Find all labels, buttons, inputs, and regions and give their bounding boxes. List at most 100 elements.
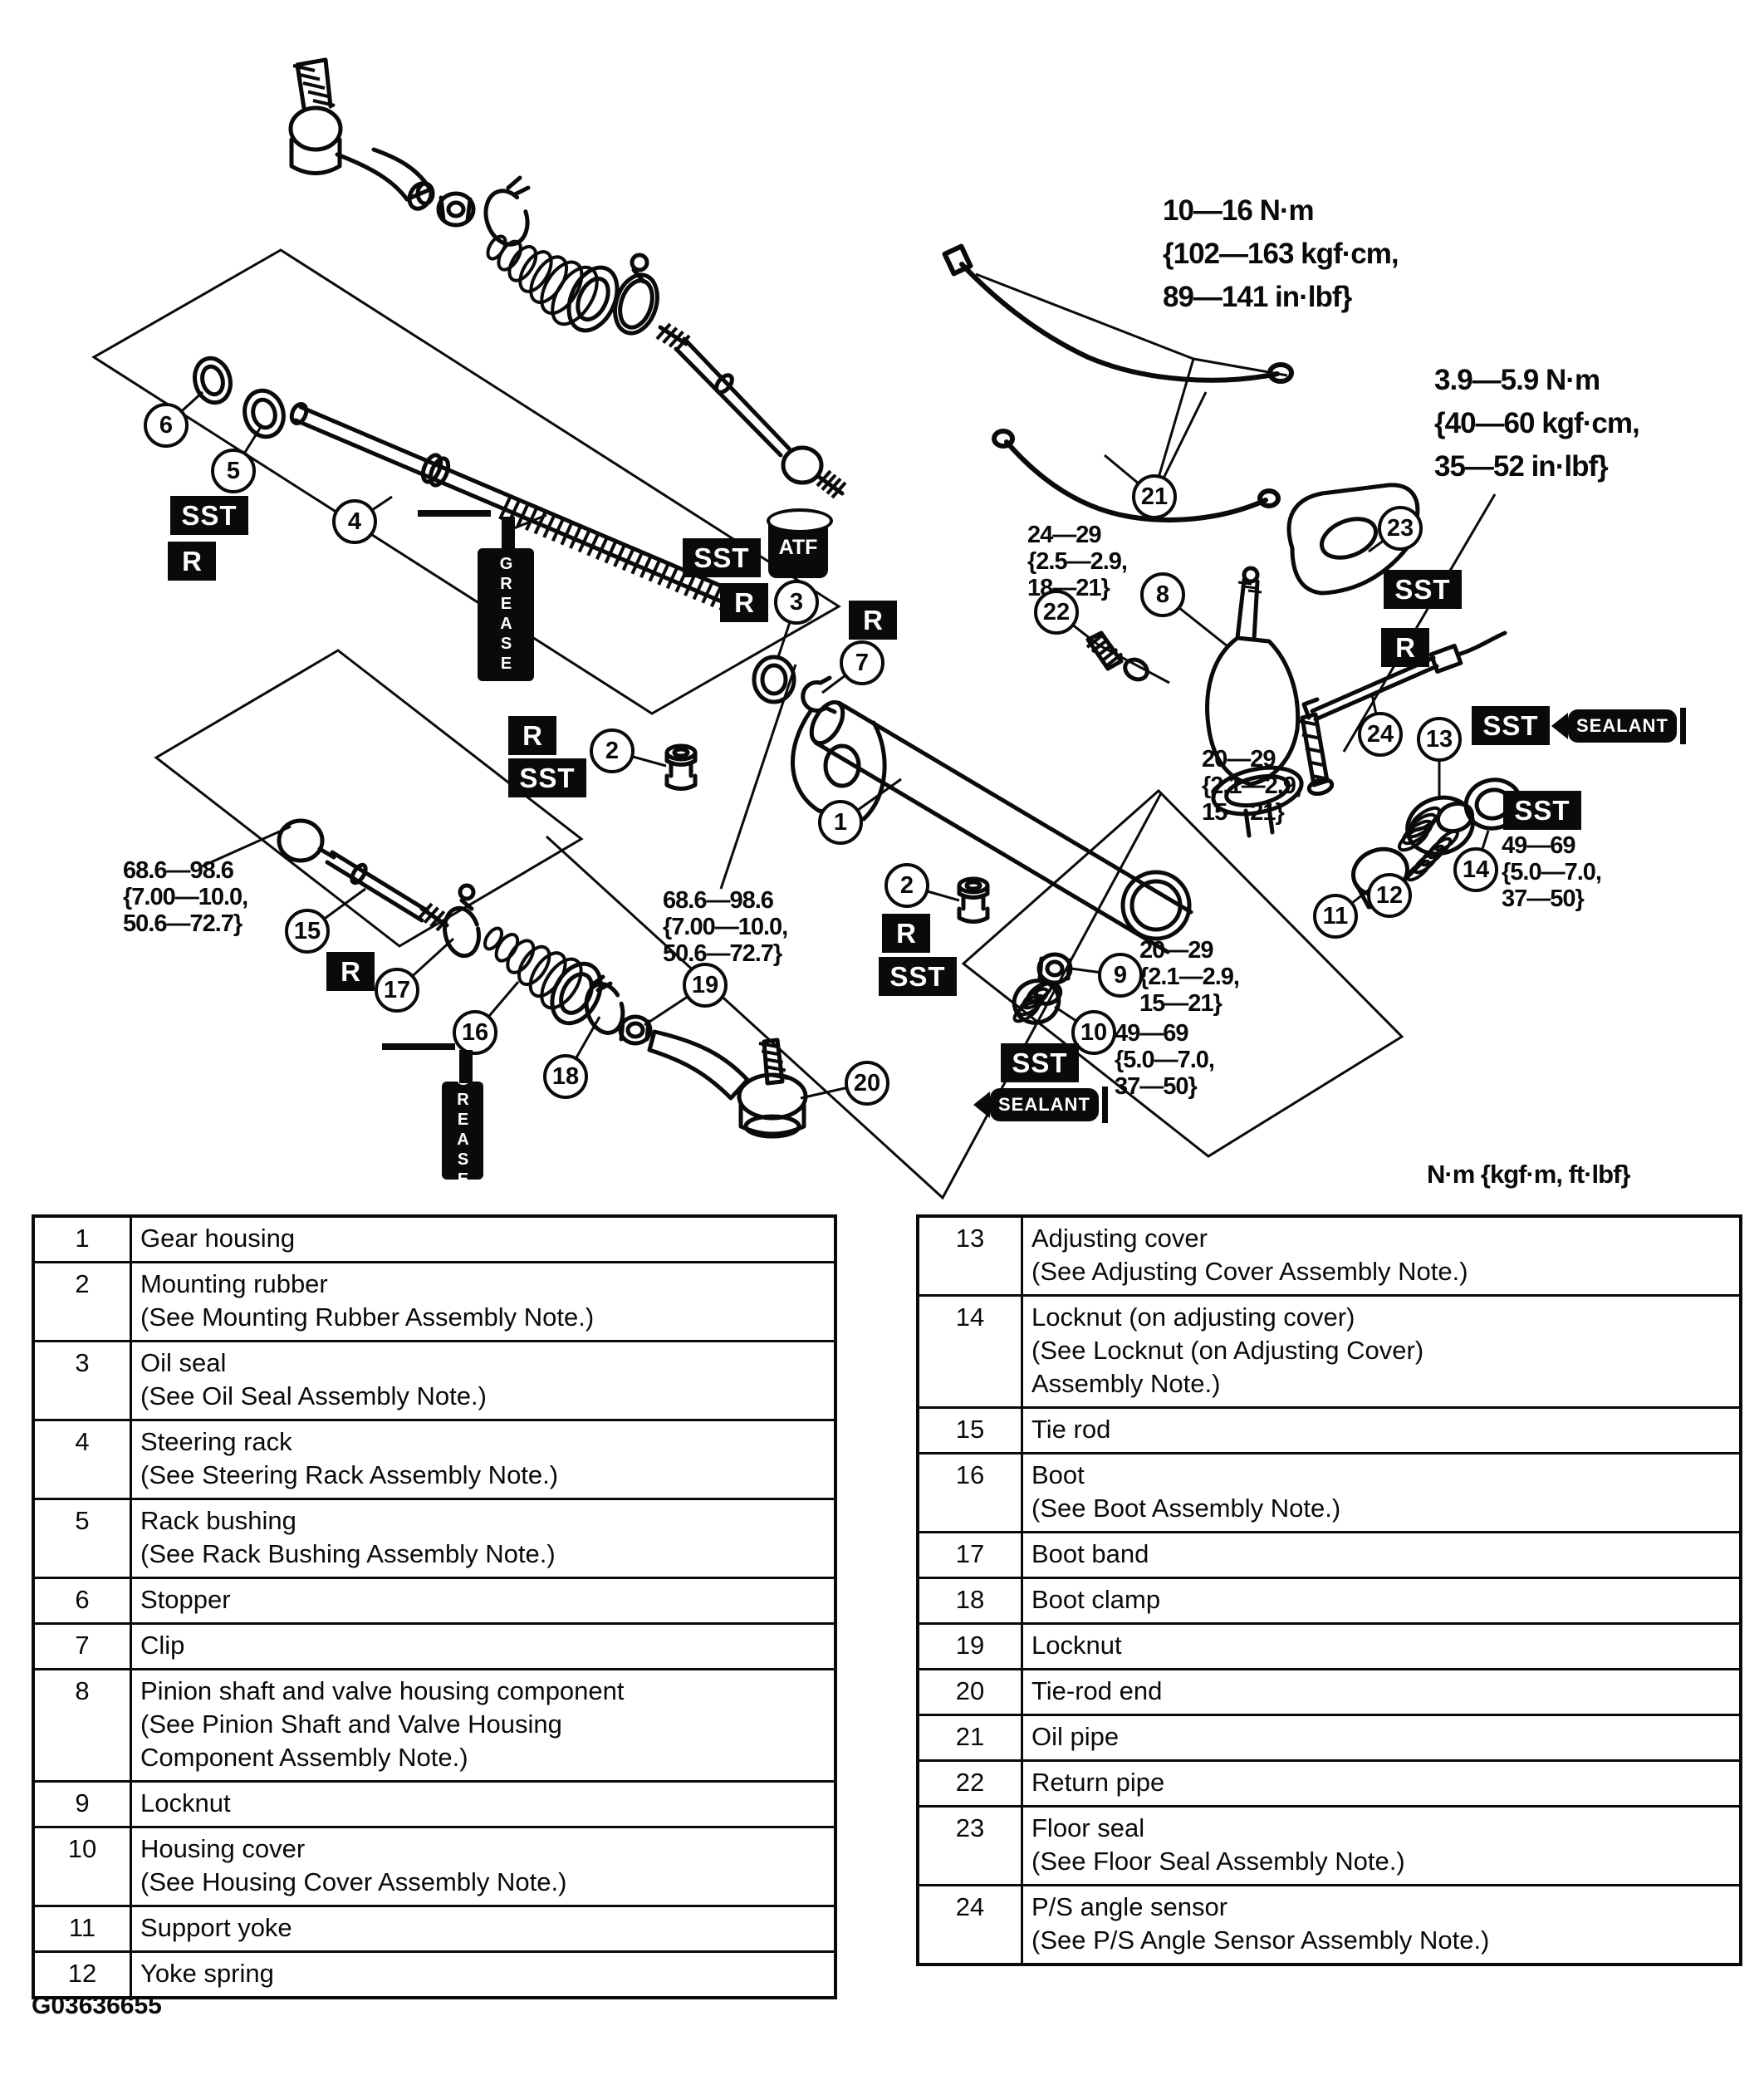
part-name: Boot band [1031,1539,1149,1568]
sst-badge: SST [683,538,761,577]
part-number-cell: 17 [916,1531,1023,1579]
part-number-cell: 24 [916,1884,1023,1966]
part-number-cell: 1 [32,1214,132,1263]
part-description-cell: Support yoke [130,1905,837,1953]
assembly-note: (See Mounting Rubber Assembly Note.) [140,1302,595,1332]
part-number-cell: 7 [32,1622,132,1670]
torque-spec-line: 15—21} [1139,990,1223,1017]
sealant-label: SEALANT [1568,709,1677,743]
torque-spec-line: 89—141 in·lbf} [1163,281,1352,313]
grease-can-nozzle-icon [459,1050,473,1083]
part-name: Stopper [140,1585,231,1614]
return-pipe-drawing [1085,630,1149,682]
sealant-tube-end-icon [1679,708,1686,744]
part-description-cell: P/S angle sensor(See P/S Angle Sensor As… [1021,1884,1742,1966]
torque-spec-line: 20—29 [1139,937,1214,964]
part-description-cell: Floor seal(See Floor Seal Assembly Note.… [1021,1805,1742,1886]
boot-top-drawing [566,265,620,333]
part-name: Floor seal [1031,1813,1145,1842]
part-number-cell: 23 [916,1805,1023,1886]
clip-drawing [801,675,837,714]
part-description-cell: Mounting rubber(See Mounting Rubber Asse… [130,1261,837,1342]
part-name: Gear housing [140,1224,296,1253]
callout-12: 12 [1367,873,1412,918]
sealant-label: SEALANT [990,1088,1099,1121]
callout-2: 2 [884,863,929,908]
units-note: N·m {kgf·m, ft·lbf} [1427,1160,1630,1189]
torque-spec-housing-cover-torque: 49—69{5.0—7.0,37—50} [1115,1020,1215,1100]
locknut-top-drawing [415,181,476,228]
part-number-cell: 5 [32,1498,132,1579]
oil-seal-drawing [752,655,796,704]
torque-spec-tie-rod-torque-center: 68.6—98.6{7.00—10.0,50.6—72.7} [663,887,788,967]
callout-17: 17 [375,968,419,1013]
torque-spec-tie-rod-torque-left: 68.6—98.6{7.00—10.0,50.6—72.7} [123,857,248,937]
part-number-cell: 4 [32,1419,132,1500]
sst-badge: SST [1503,791,1581,830]
table-row: 7 Clip [32,1622,837,1670]
sealant-badge: SEALANT [1551,708,1686,744]
torque-spec-line: 37—50} [1502,885,1585,912]
callout-7: 7 [840,640,884,685]
part-number-cell: 8 [32,1668,132,1783]
part-number-cell: 20 [916,1668,1023,1716]
part-name: Clip [140,1631,185,1660]
callout-23: 23 [1378,506,1423,551]
sealant-tube-end-icon [1101,1087,1108,1123]
part-description-cell: Oil pipe [1021,1714,1742,1762]
rack-bushing-drawing [243,388,286,439]
part-name: Locknut [140,1788,231,1817]
table-row: 6 Stopper [32,1577,837,1625]
callout-20: 20 [845,1061,889,1106]
callout-8: 8 [1140,572,1185,617]
grease-can-nozzle-icon [501,517,515,550]
part-name: Locknut (on adjusting cover) [1031,1302,1355,1332]
torque-spec-line: 20—29 [1202,746,1276,773]
part-description-cell: Steering rack(See Steering Rack Assembly… [130,1419,837,1500]
callout-2: 2 [590,728,635,773]
locknut-bottom-drawing [618,1014,653,1046]
sst-badge: SST [508,758,586,797]
boot-clamp-bottom-drawing [584,974,625,1035]
gear-housing-drawing [791,699,1193,954]
part-description-cell: Rack bushing(See Rack Bushing Assembly N… [130,1498,837,1579]
assembly-note: Assembly Note.) [1031,1369,1221,1398]
grease-can-handle-icon [418,510,491,517]
mounting-rubber-right-drawing [959,879,987,922]
tie-rod-end-bottom-drawing [647,1029,808,1139]
part-description-cell: Gear housing [130,1214,837,1263]
mounting-rubber-drawing [664,743,698,791]
part-name: Yoke spring [140,1959,274,1988]
torque-spec-line: {102—163 kgf·cm, [1163,238,1399,270]
part-description-cell: Locknut [130,1780,837,1828]
part-name: Boot clamp [1031,1585,1161,1614]
r-badge: R [508,716,556,755]
part-name: Locknut [1031,1631,1122,1660]
torque-spec-line: 50.6—72.7} [123,910,243,937]
assembly-note: (See Boot Assembly Note.) [1031,1494,1341,1523]
atf-badge: ATF [767,508,833,578]
torque-spec-line: 15—21} [1202,799,1285,826]
callout-22: 22 [1034,590,1079,635]
r-badge: R [168,542,216,581]
part-number-cell: 6 [32,1577,132,1625]
callout-21: 21 [1132,474,1177,519]
part-name: Adjusting cover [1031,1224,1208,1253]
callout-9: 9 [1098,953,1143,998]
callout-10: 10 [1071,1010,1116,1055]
torque-spec-line: 50.6—72.7} [663,940,782,967]
torque-spec-line: 10—16 N·m [1163,194,1315,227]
